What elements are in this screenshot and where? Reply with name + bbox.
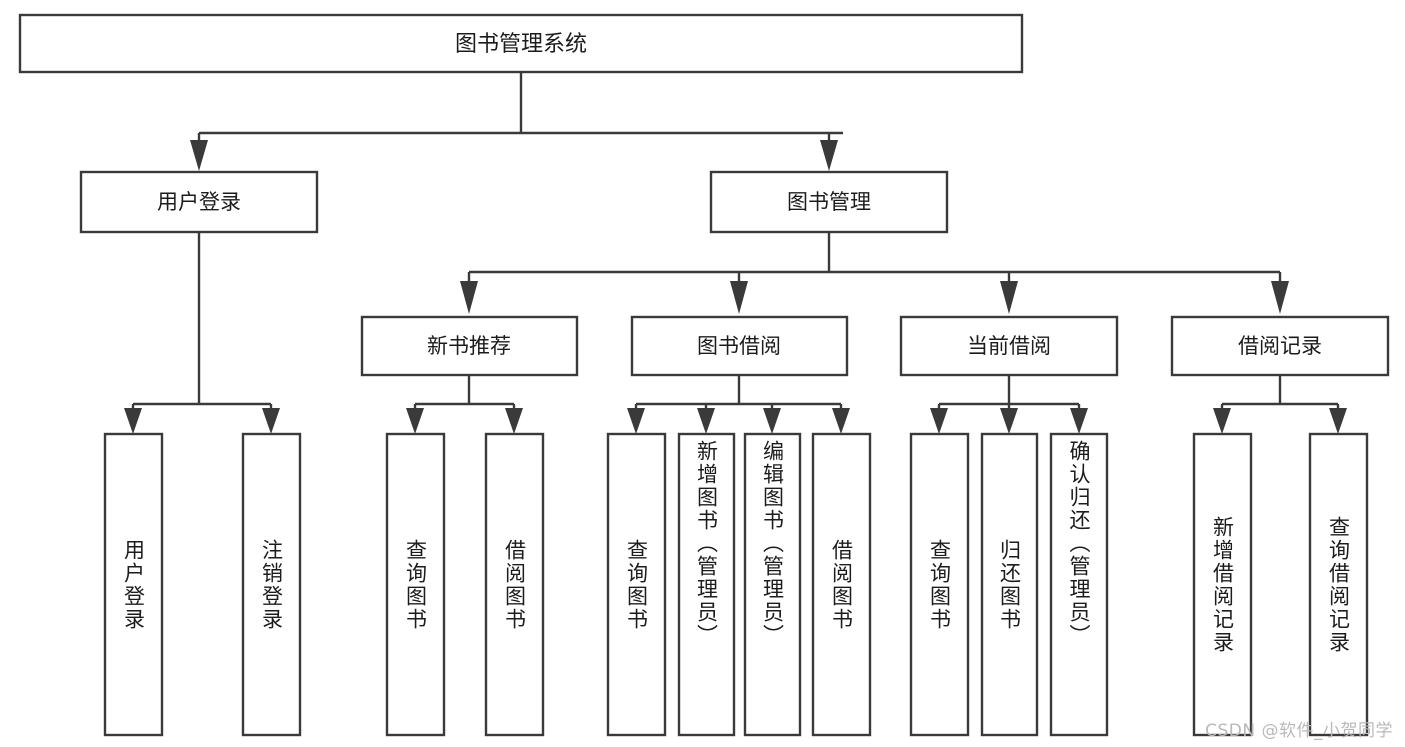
nodes-layer: 图书管理系统 用户登录 图书管理 新书推荐 图书借阅 当前借阅 借阅记录: [18, 13, 1390, 737]
arrowhead-leaf-query-book-2: [627, 408, 645, 434]
node-leaf-logout-login-box[interactable]: [241, 432, 302, 737]
node-leaf-query-book-2-box[interactable]: [606, 432, 667, 737]
arrowhead-leaf-borrow-book-1: [505, 408, 523, 434]
node-book-borrow-box[interactable]: [630, 315, 849, 377]
node-leaf-borrow-book-1-box[interactable]: [484, 432, 545, 737]
arrowhead-leaf-borrow-book-2: [832, 408, 850, 434]
node-leaf-return-book-box[interactable]: [980, 432, 1039, 737]
node-user-login-label: 用户登录: [157, 190, 241, 214]
node-book-borrow-label: 图书借阅: [697, 334, 781, 358]
arrowhead-leaf-query-record: [1329, 408, 1347, 434]
node-new-book-recommend-label: 新书推荐: [427, 334, 511, 358]
arrowhead-borrow-record: [1271, 281, 1289, 314]
node-current-borrow-label: 当前借阅: [967, 334, 1051, 358]
node-leaf-confirm-return-box[interactable]: [1049, 432, 1109, 737]
arrowhead-leaf-confirm-return: [1070, 408, 1088, 434]
node-book-manage-box[interactable]: [709, 170, 949, 234]
node-root-box[interactable]: [18, 13, 1024, 74]
arrowhead-book-manage: [820, 140, 838, 171]
node-leaf-query-book-3-box[interactable]: [909, 432, 970, 737]
arrowhead-leaf-query-book-3: [930, 408, 948, 434]
arrowhead-book-borrow: [730, 281, 748, 314]
arrowhead-new-book-recommend: [460, 281, 478, 314]
arrowhead-user-login: [190, 140, 208, 171]
arrowhead-leaf-logout-login: [262, 408, 280, 434]
node-new-book-recommend-box[interactable]: [360, 315, 579, 377]
node-borrow-record-box[interactable]: [1170, 315, 1390, 377]
node-current-borrow-box[interactable]: [899, 315, 1119, 377]
node-root-label: 图书管理系统: [455, 32, 587, 57]
node-leaf-add-book-box[interactable]: [677, 432, 736, 737]
arrowhead-leaf-add-record: [1213, 408, 1231, 434]
node-leaf-borrow-book-2-box[interactable]: [811, 432, 872, 737]
node-leaf-query-book-1-box[interactable]: [385, 432, 446, 737]
arrowhead-leaf-edit-book: [763, 408, 781, 434]
node-leaf-query-record-box[interactable]: [1308, 432, 1369, 737]
arrowhead-current-borrow: [1000, 281, 1018, 314]
node-user-login-box[interactable]: [79, 170, 319, 234]
node-leaf-add-record-box[interactable]: [1192, 432, 1253, 737]
node-leaf-user-login-box[interactable]: [103, 432, 164, 737]
csdn-watermark: CSDN @软件_小贺同学: [1205, 721, 1393, 741]
arrowhead-leaf-add-book: [697, 408, 715, 434]
node-leaf-edit-book-box[interactable]: [743, 432, 802, 737]
arrowhead-leaf-return-book: [1000, 408, 1018, 434]
connectors-layer: [124, 72, 1347, 434]
node-book-manage-label: 图书管理: [787, 190, 871, 214]
arrowhead-leaf-user-login: [124, 408, 142, 434]
node-borrow-record-label: 借阅记录: [1238, 334, 1322, 358]
arrowhead-leaf-query-book-1: [406, 408, 424, 434]
